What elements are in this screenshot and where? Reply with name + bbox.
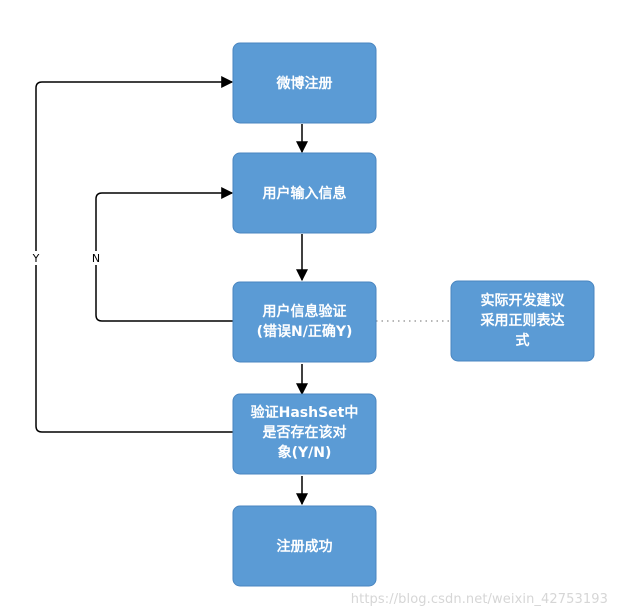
edge-label-yes: Y: [32, 252, 40, 265]
node-register: 微博注册: [232, 42, 377, 124]
edge-label-no-bg: [89, 251, 103, 265]
node-note-line-1: 实际开发建议: [481, 292, 566, 309]
node-input-line-1: 用户输入信息: [263, 185, 347, 202]
node-hashset-line-3: 象(Y/N): [278, 444, 332, 461]
node-validate-line-1: 用户信息验证: [263, 303, 347, 320]
node-hashset: 验证HashSet中 是否存在该对 象(Y/N): [232, 393, 377, 475]
node-register-line-1: 微博注册: [276, 75, 333, 92]
node-validate-line-2: (错误N/正确Y): [257, 323, 353, 340]
node-note-line-2: 采用正则表达: [480, 312, 565, 329]
node-success-line-1: 注册成功: [277, 538, 333, 555]
node-hashset-line-2: 是否存在该对: [263, 424, 347, 441]
edge-label-no: N: [92, 252, 100, 265]
node-hashset-line-1: 验证HashSet中: [251, 404, 359, 421]
watermark: https://blog.csdn.net/weixin_42753193: [350, 592, 608, 607]
node-validate: 用户信息验证 (错误N/正确Y): [232, 281, 377, 363]
loop-no-validate-to-input: [95, 187, 234, 322]
node-note-line-3: 式: [516, 332, 530, 349]
node-input: 用户输入信息: [232, 152, 377, 234]
node-note: 实际开发建议 采用正则表达 式: [450, 280, 595, 362]
edge-label-yes-bg: [29, 251, 43, 265]
node-success: 注册成功: [232, 505, 377, 587]
loop-yes-hashset-to-register: [35, 76, 234, 433]
